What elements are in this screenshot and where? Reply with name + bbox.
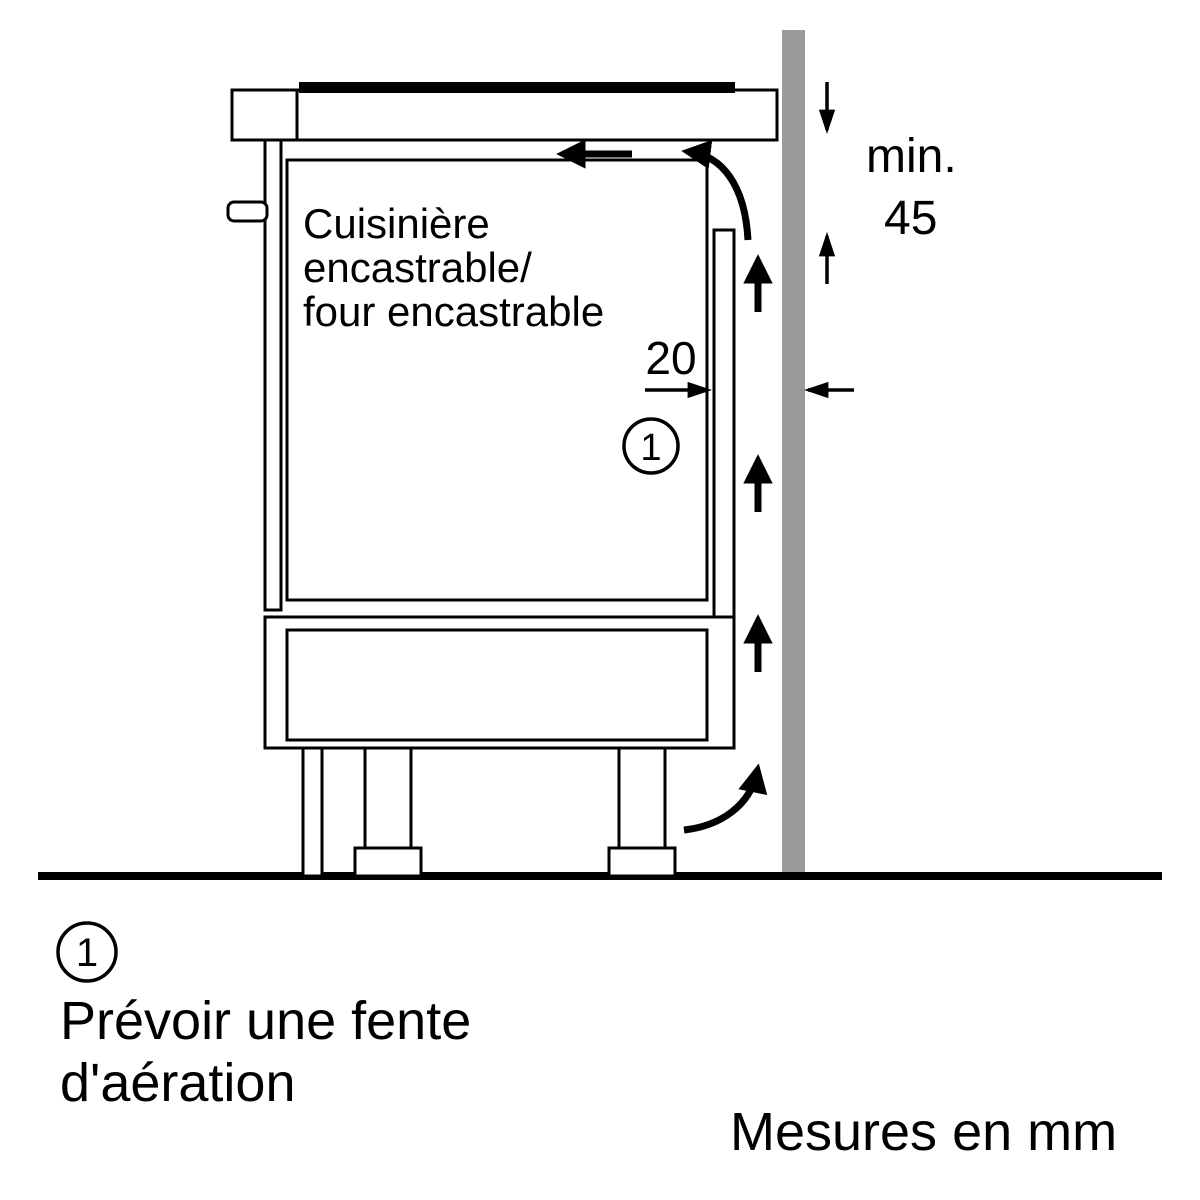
drawer-front xyxy=(285,628,709,742)
airflow-arrow-curve-bottom xyxy=(683,763,768,834)
units-note: Mesures en mm xyxy=(730,1102,1117,1162)
leg-right xyxy=(617,746,667,850)
dim-gap-value: 20 xyxy=(645,332,696,384)
appliance-label-line3: four encastrable xyxy=(303,288,604,335)
leg-left xyxy=(363,746,413,850)
legend-callout-number: 1 xyxy=(76,931,98,975)
dim-min-value: 45 xyxy=(884,192,937,245)
oven-body xyxy=(285,158,709,602)
oven-handle xyxy=(226,200,269,223)
appliance-label-line1: Cuisinière xyxy=(303,200,490,247)
legend-note-line2: d'aération xyxy=(60,1053,296,1113)
wall xyxy=(782,30,805,876)
cooktop-surface xyxy=(299,82,735,93)
airflow-arrow-curve-top xyxy=(681,139,752,241)
callout-number: 1 xyxy=(640,427,661,469)
dim-min-label: min. xyxy=(866,130,957,183)
appliance-label-line2: encastrable/ xyxy=(303,244,532,291)
countertop xyxy=(230,88,779,142)
cabinet-left-panel xyxy=(263,138,283,612)
foot-right xyxy=(607,846,677,878)
plinth-left xyxy=(301,746,324,878)
legend-note-line1: Prévoir une fente xyxy=(60,991,471,1051)
callout-circle xyxy=(622,417,680,475)
foot-left xyxy=(353,846,423,878)
legend-callout-circle xyxy=(56,921,118,983)
